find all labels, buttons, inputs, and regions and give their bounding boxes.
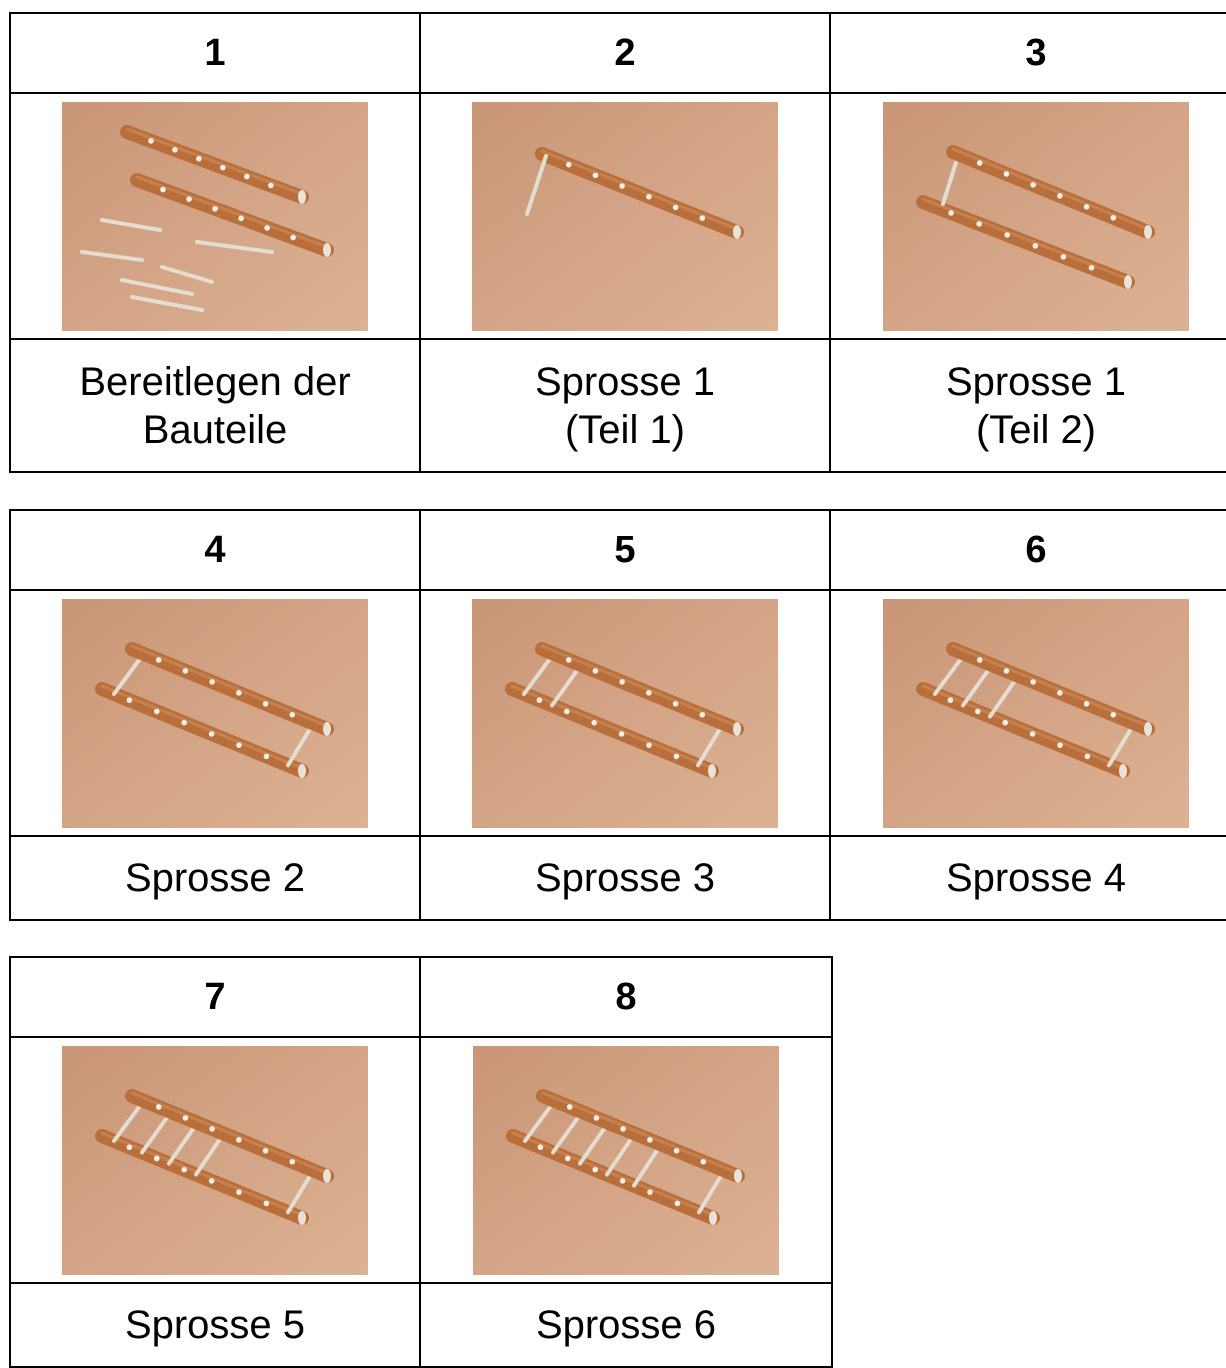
- caption-line: (Teil 1): [421, 406, 829, 454]
- caption-line: Sprosse 6: [421, 1301, 831, 1349]
- caption-line: Bauteile: [11, 406, 419, 454]
- table-surface: [472, 599, 778, 828]
- step-number: 8: [420, 957, 832, 1037]
- ladder-6-rungs-icon: [473, 1046, 779, 1275]
- table-surface: [472, 102, 778, 331]
- step-caption: Sprosse 3: [420, 836, 830, 920]
- step-photo-cell: [10, 93, 420, 339]
- step-caption: Bereitlegen der Bauteile: [10, 339, 420, 472]
- two-rails-one-rung-icon: [883, 102, 1189, 331]
- step-photo-cell: [420, 590, 830, 836]
- step-number: 5: [420, 510, 830, 590]
- step-caption: Sprosse 1 (Teil 1): [420, 339, 830, 472]
- step-photo-cell: [420, 93, 830, 339]
- caption-line: Bereitlegen der: [11, 358, 419, 406]
- step-number: 6: [830, 510, 1226, 590]
- step-caption: Sprosse 4: [830, 836, 1226, 920]
- step-photo-cell: [10, 1037, 420, 1283]
- step-caption: Sprosse 6: [420, 1283, 832, 1367]
- ladder-5-rungs-icon: [62, 1046, 368, 1275]
- caption-line: Sprosse 3: [421, 854, 829, 902]
- caption-line: Sprosse 2: [11, 854, 419, 902]
- step-photo-cell: [420, 1037, 832, 1283]
- rail-with-one-rung-icon: [472, 102, 778, 331]
- step-number: 3: [830, 13, 1226, 93]
- parts-laid-out-icon: [62, 102, 368, 331]
- table-surface: [883, 102, 1189, 331]
- table-surface: [473, 1046, 779, 1275]
- step-photo-cell: [830, 93, 1226, 339]
- step-caption: Sprosse 2: [10, 836, 420, 920]
- steps-table-row-1: 1 2 3 Bereitlegen der Bauteile Sprosse 1…: [9, 12, 1226, 473]
- step-caption: Sprosse 1 (Teil 2): [830, 339, 1226, 472]
- ladder-4-rungs-icon: [883, 599, 1189, 828]
- steps-table-row-3: 7 8 Sprosse 5 Sprosse 6: [9, 956, 833, 1368]
- step-number: 4: [10, 510, 420, 590]
- step-number: 1: [10, 13, 420, 93]
- step-number: 7: [10, 957, 420, 1037]
- step-caption: Sprosse 5: [10, 1283, 420, 1367]
- caption-line: Sprosse 4: [831, 854, 1226, 902]
- table-surface: [62, 1046, 368, 1275]
- caption-line: Sprosse 1: [421, 358, 829, 406]
- ladder-3-rungs-icon: [472, 599, 778, 828]
- table-surface: [62, 599, 368, 828]
- caption-line: (Teil 2): [831, 406, 1226, 454]
- caption-line: Sprosse 1: [831, 358, 1226, 406]
- caption-line: Sprosse 5: [11, 1301, 419, 1349]
- steps-table-row-2: 4 5 6 Sprosse 2 Sprosse 3 Sprosse 4: [9, 509, 1226, 921]
- step-photo-cell: [830, 590, 1226, 836]
- step-photo-cell: [10, 590, 420, 836]
- table-surface: [883, 599, 1189, 828]
- table-surface: [62, 102, 368, 331]
- step-number: 2: [420, 13, 830, 93]
- ladder-2-rungs-icon: [62, 599, 368, 828]
